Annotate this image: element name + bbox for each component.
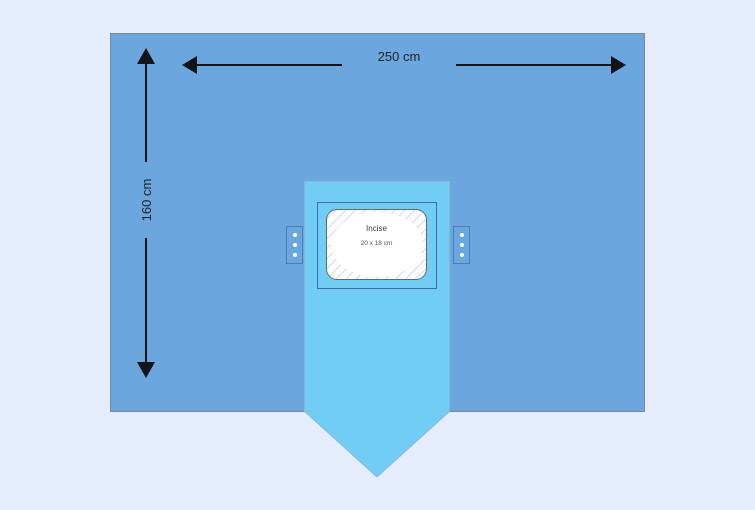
tab-dot-icon: [292, 243, 297, 247]
left-fixation-tab: [286, 226, 303, 264]
right-fixation-tab: [453, 226, 470, 264]
tab-dot-icon: [292, 253, 297, 257]
tab-dot-icon: [459, 233, 464, 237]
incise-opening: [331, 212, 423, 277]
arrow-down-icon: [137, 362, 155, 378]
arrow-right-icon: [611, 56, 626, 74]
tab-dot-icon: [459, 253, 464, 257]
fenestration-frame: [317, 202, 437, 289]
arrow-left-icon: [182, 56, 197, 74]
width-dimension-line-right: [456, 64, 612, 66]
tab-dot-icon: [292, 233, 297, 237]
width-dimension-line-left: [196, 64, 342, 66]
height-dimension-label: 160 cm: [138, 178, 154, 222]
arrow-up-icon: [137, 48, 155, 64]
tab-dot-icon: [459, 243, 464, 247]
center-panel-point: [304, 411, 450, 477]
height-dimension-line-top: [145, 64, 147, 162]
width-dimension-label: 250 cm: [377, 49, 421, 64]
height-dimension-line-bottom: [145, 238, 147, 362]
